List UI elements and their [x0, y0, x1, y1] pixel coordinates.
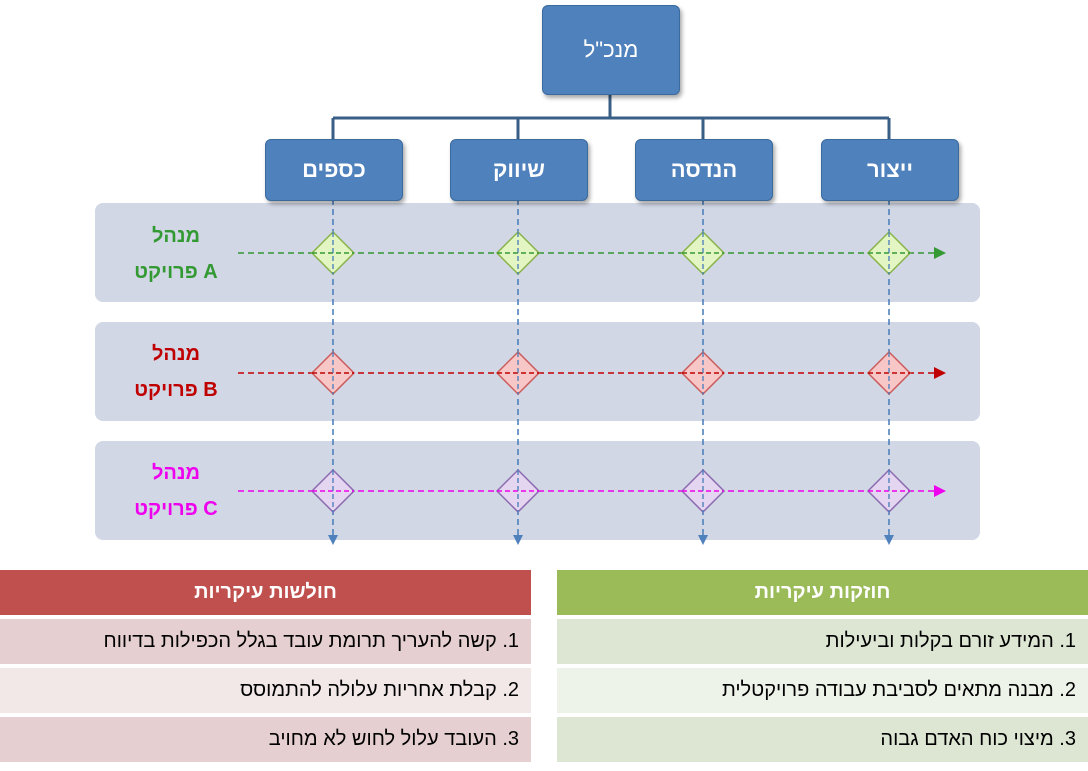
pm-line2: פרויקט C: [134, 498, 218, 520]
dept-label: שיווק: [492, 157, 545, 182]
weakness-item: 2. קבלת אחריות עלולה להתמוסס: [0, 668, 531, 713]
dept-label: כספים: [302, 157, 366, 182]
dept-marketing: שיווק: [450, 139, 588, 201]
dept-label: הנדסה: [670, 157, 738, 182]
dept-finance: כספים: [265, 139, 403, 201]
strengths-title: חוזקות עיקריות: [557, 570, 1088, 615]
dept-label: ייצור: [867, 157, 913, 182]
pm-line1: מנהל: [151, 225, 201, 247]
matrix-diagram: [95, 93, 980, 545]
ceo-label: מנכ"ל: [583, 37, 639, 62]
dept-engineering: הנדסה: [635, 139, 773, 201]
weaknesses-table: חולשות עיקריות 1. קשה להעריך תרומת עובד …: [0, 570, 531, 762]
strength-item: 2. מבנה מתאים לסביבת עבודה פרויקטלית: [557, 668, 1088, 713]
strength-item: 3. מיצוי כוח האדם גבוה: [557, 717, 1088, 762]
strengths-table: חוזקות עיקריות 1. המידע זורם בקלות וביעי…: [557, 570, 1088, 762]
project-manager-b: מנהל פרויקט B: [126, 336, 226, 408]
pm-line2: פרויקט B: [134, 379, 218, 401]
project-manager-a: מנהל פרויקט A: [126, 218, 226, 290]
dept-production: ייצור: [821, 139, 959, 201]
weakness-item: 1. קשה להעריך תרומת עובד בגלל הכפילות בד…: [0, 619, 531, 664]
ceo-box: מנכ"ל: [542, 5, 680, 95]
pm-line1: מנהל: [151, 343, 201, 365]
pm-line1: מנהל: [151, 462, 201, 484]
project-manager-c: מנהל פרויקט C: [126, 455, 226, 527]
weakness-item: 3. העובד עלול לחוש לא מחויב: [0, 717, 531, 762]
weaknesses-title: חולשות עיקריות: [0, 570, 531, 615]
strength-item: 1. המידע זורם בקלות וביעילות: [557, 619, 1088, 664]
pm-line2: פרויקט A: [134, 261, 218, 283]
